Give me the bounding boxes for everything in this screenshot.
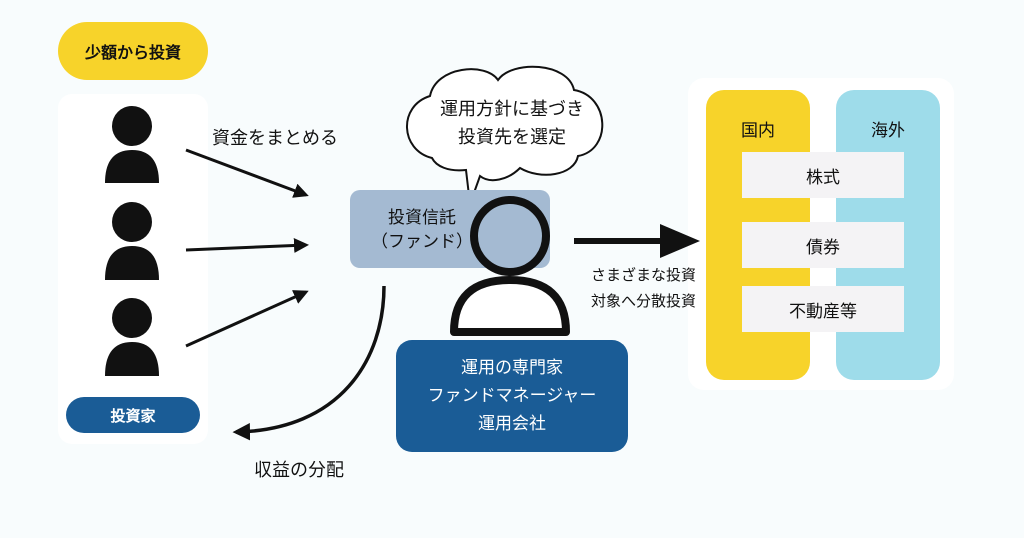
fund-label-line2: （ファンド） [371, 232, 473, 252]
fund-manager-box: 運用の専門家 ファンドマネージャー 運用会社 [396, 340, 628, 452]
distribution-label: 収益の分配 [254, 460, 344, 481]
person-icon [105, 106, 159, 183]
small-amount-label: 少額から投資 [84, 43, 181, 62]
diversify-line2: 対象へ分散投資 [590, 292, 696, 310]
fund-manager-icon [450, 196, 570, 336]
arrow-icon [185, 238, 309, 253]
fund-label-line1: 投資信託 [388, 208, 456, 228]
asset-stocks: 株式 [742, 152, 904, 198]
person-icon [105, 202, 159, 280]
investor-label: 投資家 [110, 406, 156, 425]
manager-line1: 運用の専門家 [461, 358, 563, 378]
speech-bubble-text: 運用方針に基づき 投資先を選定 [424, 92, 600, 156]
manager-line3: 運用会社 [478, 414, 546, 434]
bubble-line1: 運用方針に基づき [440, 99, 584, 120]
pool-funds-label: 資金をまとめる [212, 128, 338, 149]
diversify-line1: さまざまな投資 [590, 266, 696, 284]
bubble-line2: 投資先を選定 [458, 127, 566, 148]
diversify-label: さまざまな投資 対象へ分散投資 [578, 262, 696, 314]
overseas-title: 海外 [871, 120, 905, 141]
curved-arrow-icon [232, 285, 386, 441]
fund-label: 投資信託 （ファンド） [352, 205, 492, 255]
person-icon [105, 298, 159, 376]
arrow-icon [185, 148, 309, 198]
arrow-head-icon [660, 224, 700, 258]
arrow-icon [185, 290, 309, 348]
speech-bubble-icon [406, 65, 604, 205]
investor-badge: 投資家 [66, 397, 200, 433]
domestic-title: 国内 [741, 120, 775, 141]
manager-line2: ファンドマネージャー [427, 386, 597, 406]
asset-real-estate: 不動産等 [742, 286, 904, 332]
asset-bonds: 債券 [742, 222, 904, 268]
small-amount-badge: 少額から投資 [58, 22, 208, 80]
